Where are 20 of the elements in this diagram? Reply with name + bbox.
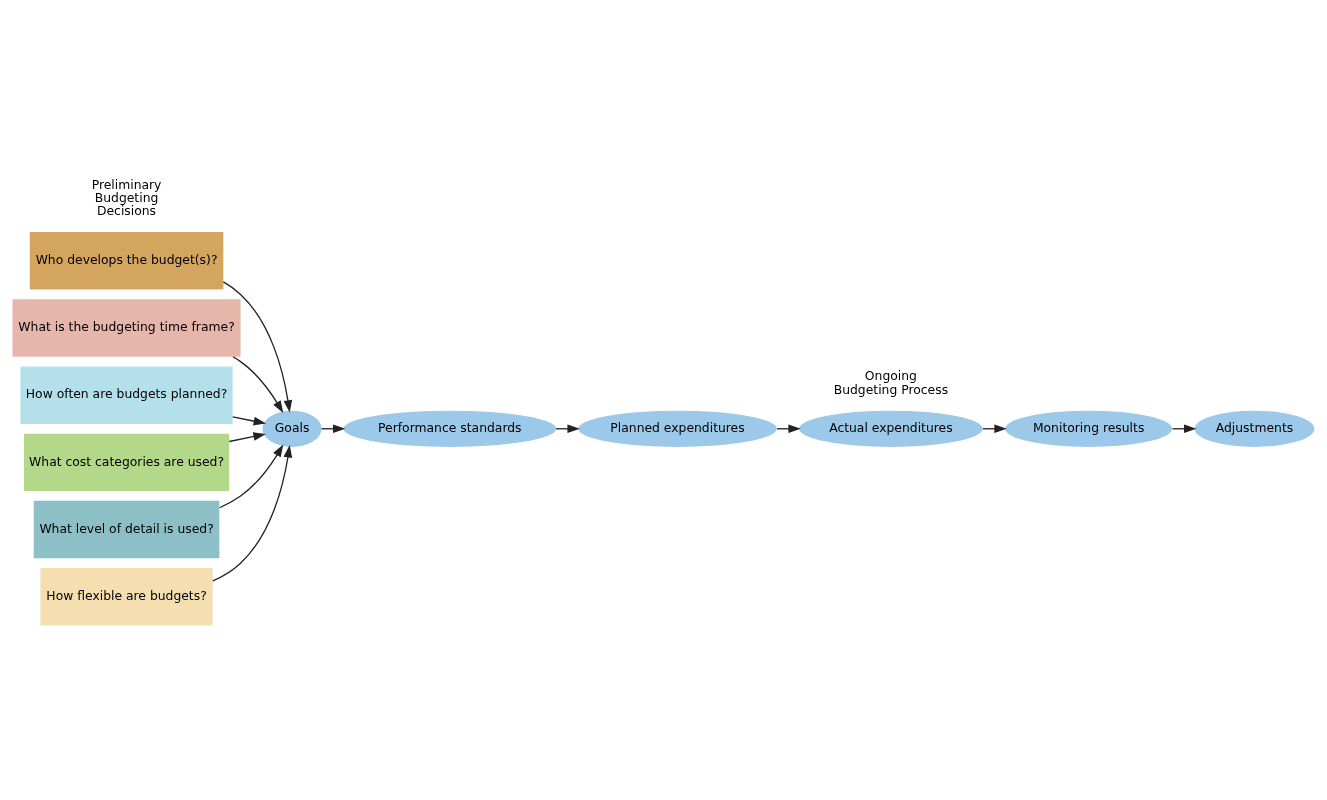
arrow [232,415,266,425]
arrow [228,431,266,442]
node-ellipse: Actual expenditures [799,410,983,447]
node-box: What cost categories are used? [24,433,230,491]
arrow [232,355,284,413]
arrow [222,280,293,413]
node-ellipse: Planned expenditures [578,410,777,447]
arrow [218,443,284,508]
node-box: Who develops the budget(s)? [29,231,224,290]
node-box: How flexible are budgets? [40,567,213,625]
label: Preliminary Budgeting Decisions [91,177,162,218]
label: Ongoing Budgeting Process [833,368,949,397]
arrow [212,444,293,582]
node-box: How often are budgets planned? [20,365,233,424]
node-ellipse: Goals [262,410,322,447]
node-ellipse: Monitoring results [1005,410,1173,447]
node-ellipse: Adjustments [1194,410,1315,447]
node-ellipse: Performance standards [343,410,557,447]
node-box: What is the budgeting time frame? [12,298,241,357]
node-box: What level of detail is used? [33,500,220,558]
